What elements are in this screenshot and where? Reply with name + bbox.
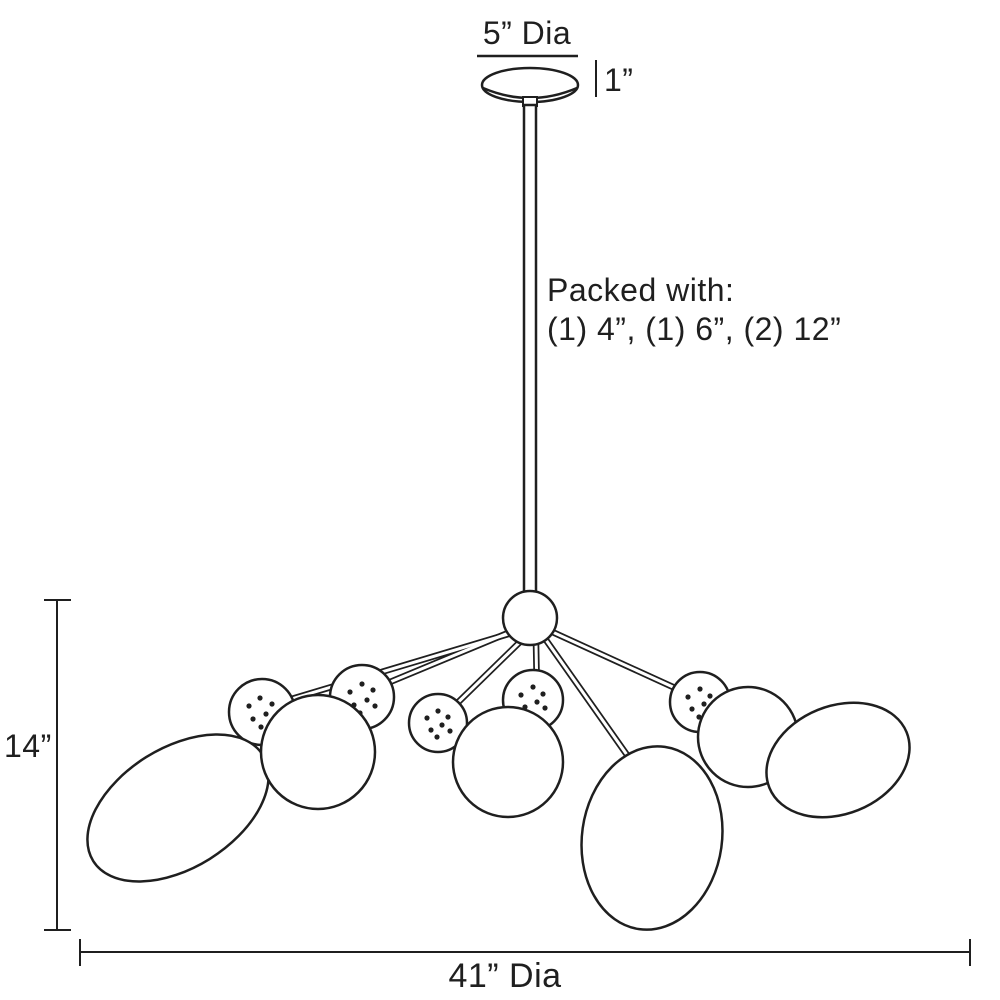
ceiling-canopy — [480, 66, 580, 107]
canopy-height-label: 1” — [604, 62, 633, 98]
diameter-dimension — [79, 939, 971, 966]
fixture-height-label: 14” — [4, 728, 52, 764]
downrod — [522, 103, 538, 599]
height-dimension — [44, 599, 71, 931]
globe-right-ellipse — [765, 701, 911, 819]
packed-with-title: Packed with: — [547, 272, 734, 308]
center-hub — [501, 589, 559, 647]
globe-sphere-center — [451, 705, 565, 819]
globe-bottom-ellipse — [580, 745, 724, 931]
fixture-diameter-label: 41” Dia — [448, 957, 561, 995]
canopy-diameter-label: 5” Dia — [483, 15, 571, 51]
globe-sphere-left — [259, 693, 377, 811]
socket-3 — [407, 692, 469, 754]
packed-with-detail: (1) 4”, (1) 6”, (2) 12” — [547, 311, 841, 347]
